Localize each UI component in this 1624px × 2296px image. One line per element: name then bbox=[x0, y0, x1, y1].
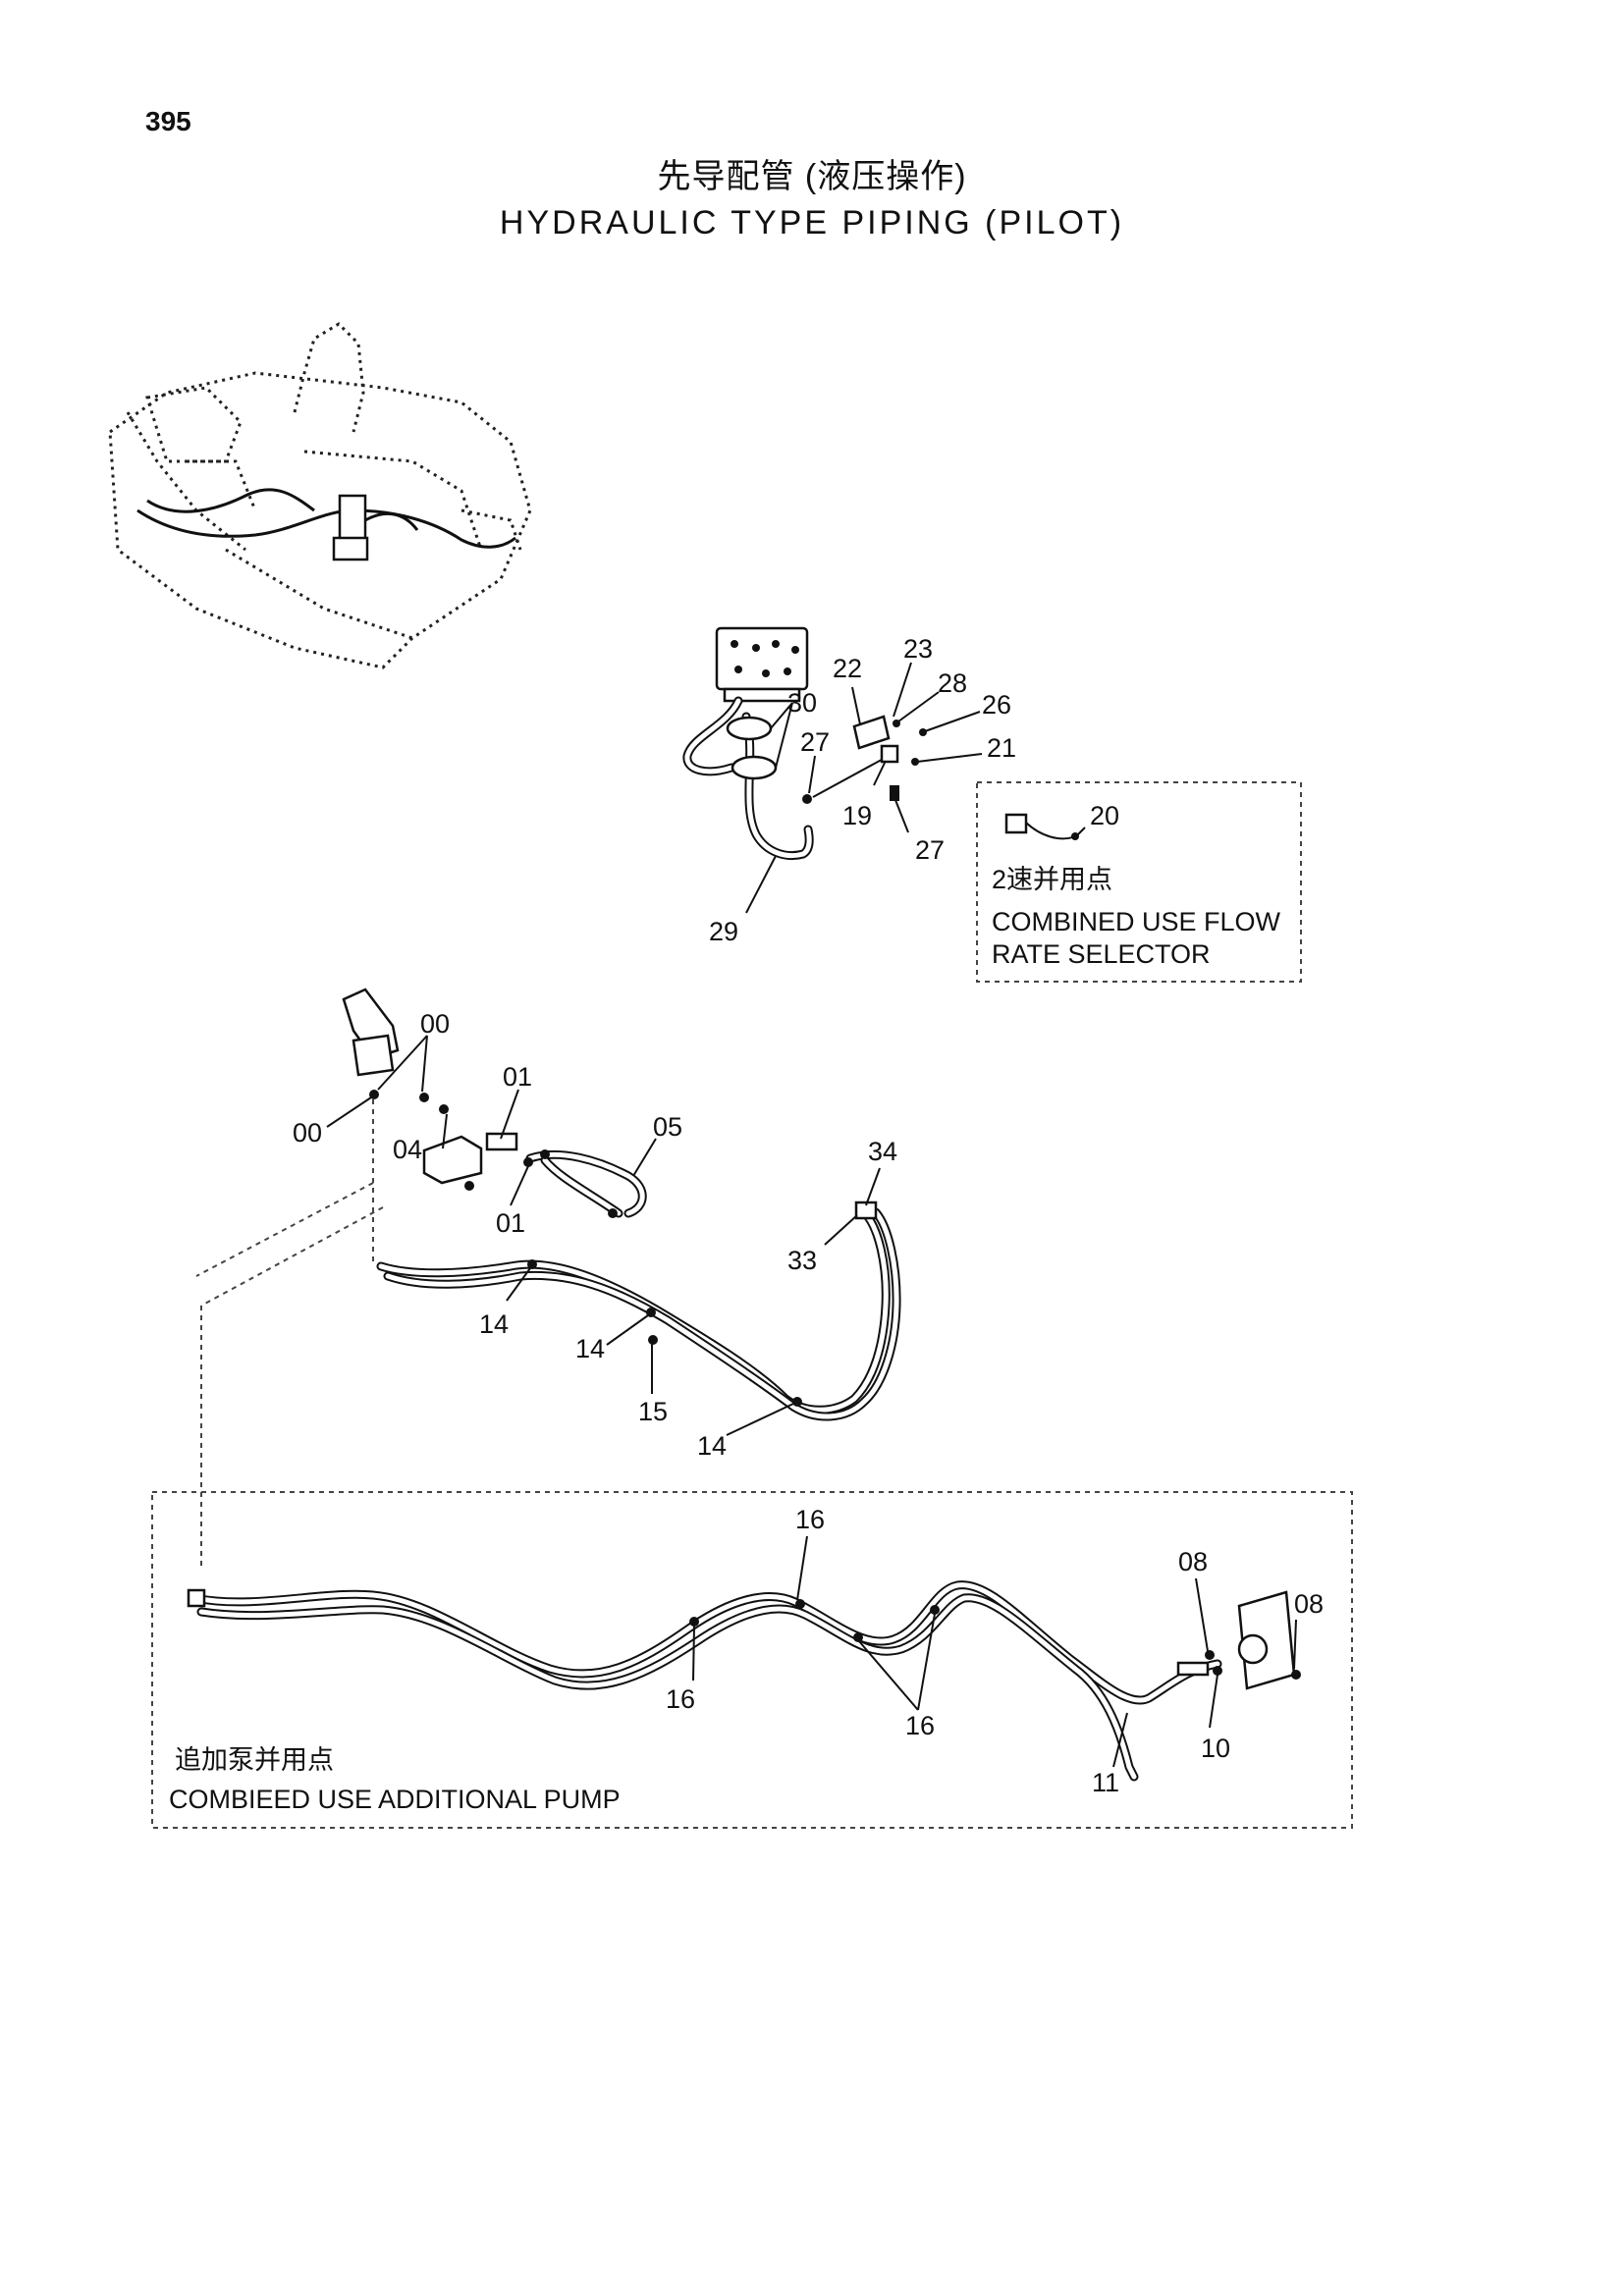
additional-pump-note-box bbox=[151, 1491, 1353, 1829]
flow-selector-note: 2速并用点 COMBINED USE FLOW RATE SELECTOR bbox=[992, 865, 1281, 969]
callout-19: 19 bbox=[842, 801, 872, 830]
callout-34: 34 bbox=[868, 1137, 897, 1166]
page-title-english: HYDRAULIC TYPE PIPING (PILOT) bbox=[499, 204, 1125, 241]
selector-valve-assembly bbox=[682, 626, 927, 861]
callout-27-upper: 27 bbox=[800, 727, 830, 757]
callout-14-right: 14 bbox=[697, 1431, 727, 1461]
callout-26: 26 bbox=[982, 690, 1011, 720]
callout-00-left: 00 bbox=[293, 1118, 322, 1148]
callout-27-lower: 27 bbox=[915, 835, 945, 865]
flow-selector-note-cn: 2速并用点 bbox=[992, 865, 1112, 894]
flow-selector-note-en-1: COMBINED USE FLOW bbox=[992, 907, 1281, 936]
additional-pump-piping bbox=[187, 1580, 1301, 1782]
page-number: 395 bbox=[145, 106, 191, 136]
flow-selector-note-en-2: RATE SELECTOR bbox=[992, 939, 1211, 969]
callout-08-right: 08 bbox=[1294, 1589, 1324, 1619]
callout-16-right: 16 bbox=[905, 1711, 935, 1740]
callout-11: 11 bbox=[1092, 1768, 1119, 1797]
callout-33: 33 bbox=[787, 1246, 817, 1275]
callout-leader-lines bbox=[326, 662, 1297, 1768]
callout-10: 10 bbox=[1201, 1734, 1230, 1763]
pedal-valve-assembly bbox=[195, 988, 901, 1571]
callout-20: 20 bbox=[1090, 801, 1119, 830]
callout-15: 15 bbox=[638, 1397, 668, 1426]
callout-14-left: 14 bbox=[479, 1309, 509, 1339]
callout-04: 04 bbox=[393, 1135, 422, 1164]
callout-30: 30 bbox=[787, 688, 817, 718]
callout-22: 22 bbox=[833, 654, 862, 683]
callout-28: 28 bbox=[938, 668, 967, 698]
cab-overview-illustration bbox=[108, 322, 532, 669]
callout-16-left: 16 bbox=[666, 1684, 695, 1714]
page-title-chinese: 先导配管 (液压操作) bbox=[657, 158, 967, 195]
callout-01-lower: 01 bbox=[496, 1208, 525, 1238]
callout-numbers: 22 23 28 30 26 27 21 19 27 29 20 00 00 0… bbox=[293, 634, 1324, 1797]
additional-pump-note: 追加泵并用点 COMBIEED USE ADDITIONAL PUMP bbox=[169, 1745, 621, 1814]
callout-08-left: 08 bbox=[1178, 1547, 1208, 1576]
part-20-switch bbox=[1004, 813, 1079, 840]
callout-14-middle: 14 bbox=[575, 1334, 605, 1363]
callout-01-upper: 01 bbox=[503, 1062, 532, 1092]
additional-pump-note-en: COMBIEED USE ADDITIONAL PUMP bbox=[169, 1785, 621, 1814]
callout-23: 23 bbox=[903, 634, 933, 664]
callout-21: 21 bbox=[987, 733, 1016, 763]
additional-pump-note-cn: 追加泵并用点 bbox=[175, 1745, 334, 1775]
flow-selector-note-box bbox=[976, 781, 1302, 983]
callout-05: 05 bbox=[653, 1112, 682, 1142]
callout-29: 29 bbox=[709, 917, 738, 946]
callout-00-upper: 00 bbox=[420, 1009, 450, 1039]
callout-16-top: 16 bbox=[795, 1505, 825, 1534]
